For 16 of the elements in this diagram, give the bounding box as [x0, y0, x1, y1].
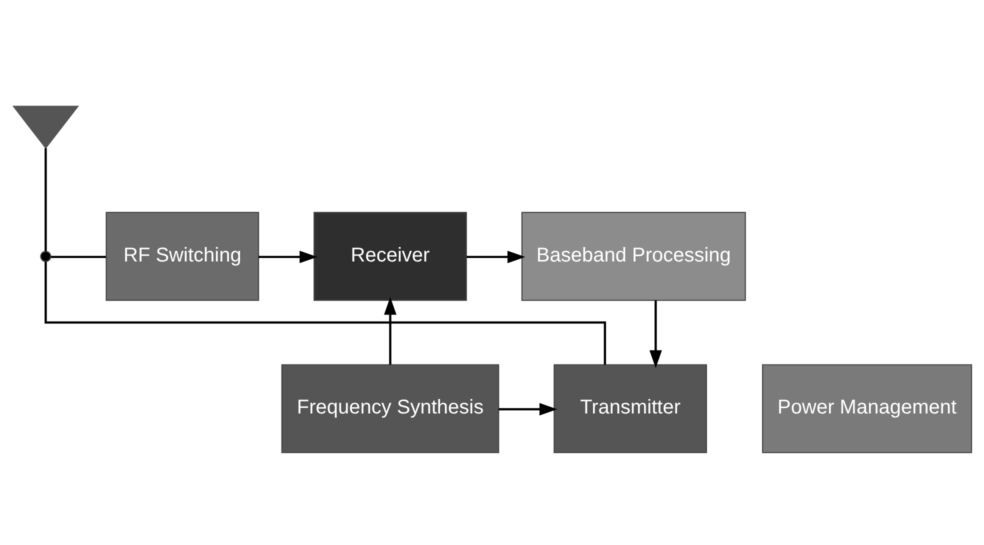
node-box: RF Switching	[105, 212, 259, 301]
node-box: Receiver	[313, 212, 466, 301]
node-box: Frequency Synthesis	[280, 364, 499, 454]
node-triangle	[12, 106, 79, 149]
arrow	[498, 402, 557, 416]
node-box: Power Management	[762, 364, 972, 454]
node-circle	[40, 250, 51, 262]
node-box: Transmitter	[553, 364, 706, 454]
arrow	[466, 250, 525, 264]
arrow	[258, 250, 317, 264]
arrow	[648, 300, 662, 368]
connector	[44, 148, 46, 252]
arrow	[384, 296, 396, 365]
connector	[44, 262, 606, 365]
node-box: Baseband Processing	[520, 212, 746, 301]
connector	[50, 256, 106, 258]
